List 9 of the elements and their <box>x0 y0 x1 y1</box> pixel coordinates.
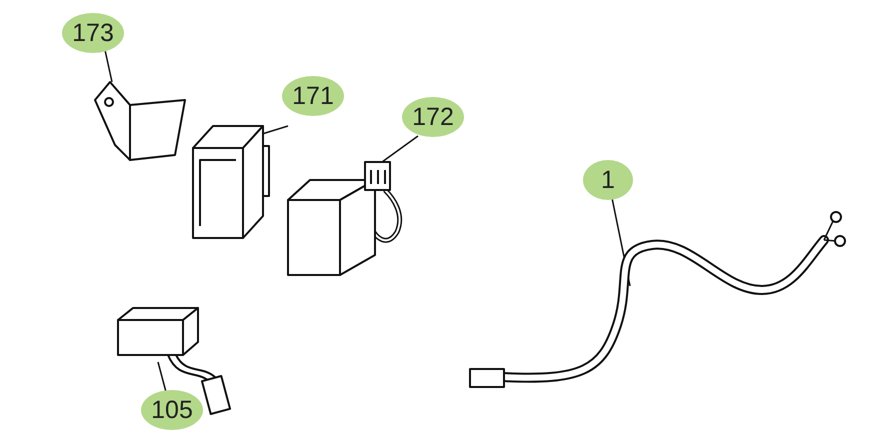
leader-line <box>382 135 418 163</box>
callout-number: 173 <box>62 13 124 53</box>
leader-line <box>104 50 113 82</box>
callout-number: 172 <box>402 97 464 137</box>
leader-line <box>611 198 631 286</box>
leader-line <box>157 362 167 392</box>
callout-number: 105 <box>141 390 203 430</box>
callout-number: 171 <box>282 76 344 116</box>
callout-number: 1 <box>583 160 633 200</box>
